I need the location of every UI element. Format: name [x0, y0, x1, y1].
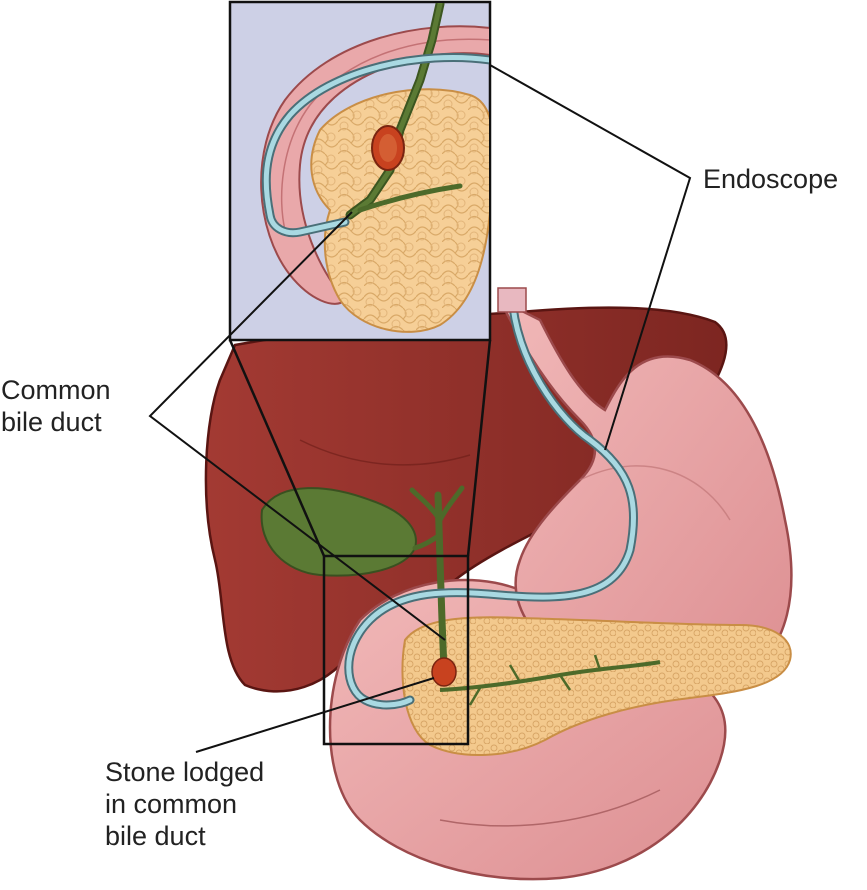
leader-endoscope — [489, 64, 692, 451]
label-common-bile-duct-line1: Common — [1, 375, 111, 405]
leader-common-bile-duct — [148, 211, 446, 641]
label-endoscope-text: Endoscope — [703, 164, 839, 194]
inset-panel — [228, 0, 492, 342]
label-common-bile-duct: Common bile duct — [1, 374, 111, 438]
zoom-box — [322, 554, 470, 746]
pancreas — [401, 616, 792, 756]
gallstone — [431, 657, 457, 687]
label-common-bile-duct-line2: bile duct — [1, 407, 102, 437]
label-stone-line3: bile duct — [105, 821, 206, 851]
label-stone-line2: in common — [105, 789, 238, 819]
label-stone-line1: Stone lodged — [105, 757, 265, 787]
zoom-line-left — [228, 339, 326, 557]
esophagus — [497, 287, 527, 313]
label-endoscope: Endoscope — [703, 163, 838, 195]
leader-stone — [195, 677, 435, 753]
zoom-line-right — [466, 339, 492, 557]
pancreatic-duct — [439, 660, 661, 692]
label-stone: Stone lodged in common bile duct — [105, 756, 264, 852]
